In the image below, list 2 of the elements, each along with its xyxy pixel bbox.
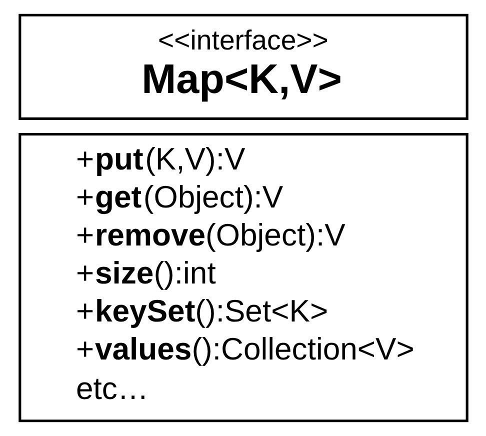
node-box: <<interface>> Map<K,V>	[18, 14, 468, 120]
node-box: +put(K,V):V +get(Object):V +remove(Object):V +size():int +keySet():Set<K> +values():Collection<V> etc…	[18, 132, 468, 422]
